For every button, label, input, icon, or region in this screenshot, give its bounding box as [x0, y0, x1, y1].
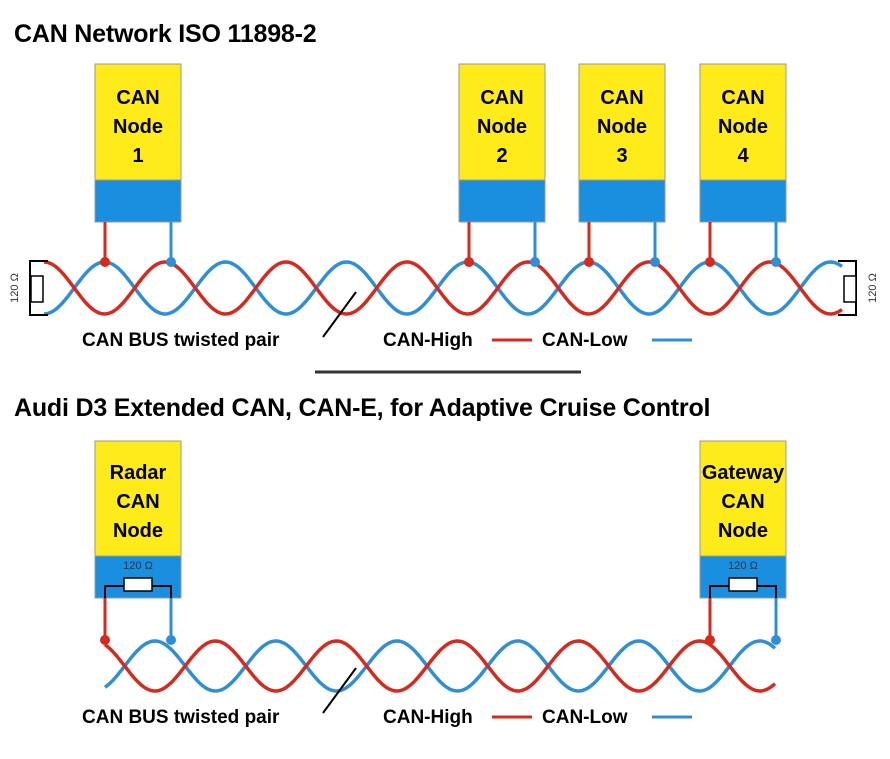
- top-bus-wires: [43, 260, 844, 316]
- node-label-line2: Node: [597, 116, 647, 138]
- top-can-node-2: CAN Node 2: [458, 63, 546, 267]
- gateway-can-node: Gateway CAN Node 120 Ω: [699, 440, 787, 645]
- node-label-line3: Node: [718, 520, 768, 542]
- node-label-line1: CAN: [116, 87, 159, 109]
- node-label-line3: 4: [737, 145, 749, 167]
- bottom-bus-label: CAN BUS twisted pair: [82, 707, 280, 728]
- node-label-line1: CAN: [721, 87, 764, 109]
- top-can-node-4: CAN Node 4: [699, 63, 787, 267]
- radar-can-node: Radar CAN Node 120 Ω: [94, 440, 182, 645]
- top-left-resistor-label: 120 Ω: [9, 273, 21, 303]
- node-label-line3: Node: [113, 520, 163, 542]
- node-label-line3: 2: [496, 145, 507, 167]
- resistor-icon: [728, 577, 758, 592]
- bottom-can-high-label: CAN-High: [383, 707, 473, 728]
- bottom-can-low-wire: [103, 639, 777, 693]
- bottom-bus-pointer: [322, 667, 357, 714]
- bottom-diagram-title: Audi D3 Extended CAN, CAN-E, for Adaptiv…: [14, 394, 711, 422]
- bottom-can-high-wire: [103, 639, 777, 693]
- resistor-icon: [843, 275, 857, 303]
- node-label-line2: CAN: [721, 491, 764, 513]
- top-can-low-label: CAN-Low: [542, 330, 628, 351]
- node-label-line3: 1: [132, 145, 143, 167]
- node-label-line1: Radar: [110, 462, 167, 484]
- top-can-high-label: CAN-High: [383, 330, 473, 351]
- node-label-line2: CAN: [116, 491, 159, 513]
- gateway-resistor-label: 120 Ω: [728, 560, 758, 572]
- node-label-line2: Node: [113, 116, 163, 138]
- top-can-node-1: CAN Node 1: [94, 63, 182, 267]
- radar-resistor-label: 120 Ω: [123, 560, 153, 572]
- top-bus-label: CAN BUS twisted pair: [82, 330, 280, 351]
- top-diagram-title: CAN Network ISO 11898-2: [14, 20, 317, 48]
- top-can-high-wire: [43, 260, 844, 316]
- top-bus-pointer: [322, 291, 357, 338]
- top-right-resistor-label: 120 Ω: [867, 273, 879, 303]
- top-right-terminator: 120 Ω: [838, 260, 879, 316]
- node-label-line2: Node: [718, 116, 768, 138]
- node-label-line1: Gateway: [702, 462, 785, 484]
- bottom-bus-wires: [103, 639, 777, 693]
- top-can-node-3: CAN Node 3: [578, 63, 666, 267]
- node-label-line1: CAN: [600, 87, 643, 109]
- node-label-line3: 3: [616, 145, 627, 167]
- node-label-line1: CAN: [480, 87, 523, 109]
- resistor-icon: [30, 275, 44, 303]
- bottom-can-low-label: CAN-Low: [542, 707, 628, 728]
- top-left-terminator: 120 Ω: [9, 260, 48, 316]
- resistor-icon: [123, 577, 153, 592]
- node-label-line2: Node: [477, 116, 527, 138]
